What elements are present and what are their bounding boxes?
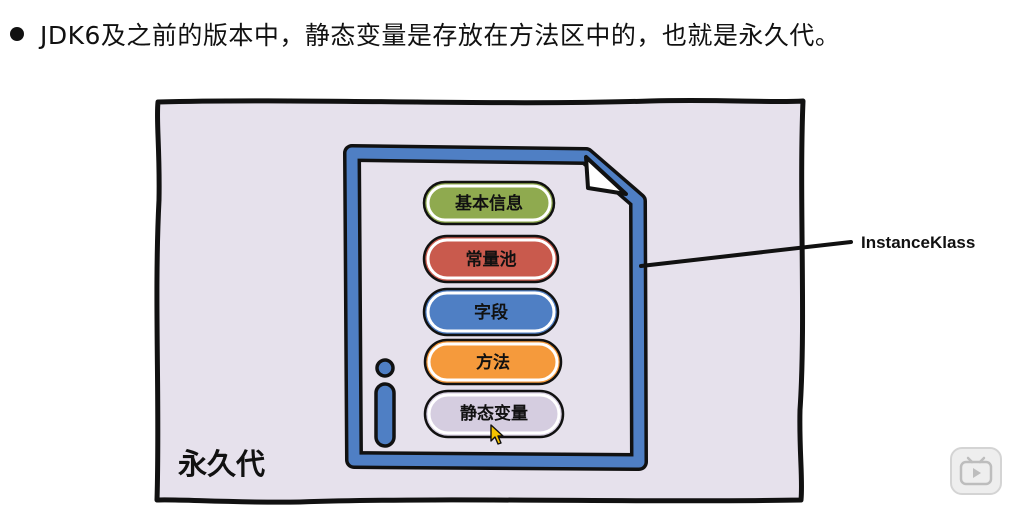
video-player-button[interactable]	[950, 447, 1002, 495]
entry-constant-pool: 常量池	[422, 234, 560, 284]
info-icon	[374, 358, 396, 448]
entry-static-variables: 静态变量	[423, 389, 565, 439]
instance-klass-label: InstanceKlass	[861, 233, 975, 252]
entry-methods-pill	[423, 338, 563, 386]
entry-methods: 方法	[423, 338, 563, 386]
bullet-icon	[10, 27, 24, 41]
entry-basic-info-pill	[422, 180, 556, 226]
mouse-cursor-icon	[490, 424, 504, 445]
entry-constant-pool-pill	[422, 234, 560, 284]
entry-basic-info: 基本信息	[422, 180, 556, 226]
instance-klass-document	[343, 144, 648, 471]
tv-play-icon	[959, 456, 993, 486]
permgen-label: 永久代	[178, 447, 265, 481]
heading-text: JDK6及之前的版本中，静态变量是存放在方法区中的，也就是永久代。	[40, 21, 841, 50]
entry-static-variables-label: 静态变量	[460, 403, 528, 424]
entry-methods-label: 方法	[476, 352, 510, 373]
entry-fields-label: 字段	[474, 302, 508, 323]
entry-basic-info-label: 基本信息	[454, 193, 523, 214]
entry-fields-pill	[422, 287, 560, 337]
class-connector-line	[639, 240, 853, 268]
entry-constant-pool-label: 常量池	[466, 249, 517, 270]
heading-line: JDK6及之前的版本中，静态变量是存放在方法区中的，也就是永久代。	[10, 14, 840, 54]
entry-fields: 字段	[422, 287, 560, 337]
